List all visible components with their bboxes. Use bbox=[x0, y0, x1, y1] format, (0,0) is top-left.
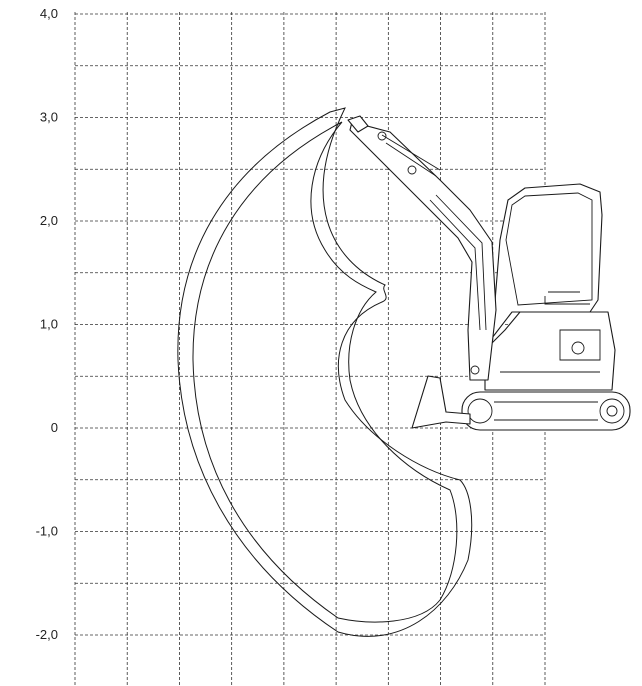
boom-cylinder bbox=[429, 194, 487, 331]
crawler-track bbox=[461, 391, 631, 431]
y-axis-tick-labels: 4,0 3,0 2,0 1,0 0 -1,0 -2,0 bbox=[36, 6, 58, 642]
engine-cover bbox=[500, 329, 601, 373]
outer-reach-envelope bbox=[177, 107, 473, 637]
track-rails bbox=[494, 401, 598, 421]
y-tick-label: 4,0 bbox=[40, 6, 58, 21]
arm-cylinder bbox=[381, 134, 441, 177]
dozer-blade bbox=[411, 375, 471, 429]
boom bbox=[349, 121, 497, 381]
sprocket-hub bbox=[606, 405, 618, 417]
y-tick-label: -1,0 bbox=[36, 524, 58, 539]
cab-window bbox=[505, 192, 593, 306]
excavator-icon bbox=[347, 115, 631, 431]
track-sprocket bbox=[599, 398, 625, 424]
cover-detail bbox=[571, 341, 585, 355]
arm-pin bbox=[407, 165, 417, 175]
bucket-pin bbox=[377, 131, 387, 141]
y-tick-label: 3,0 bbox=[40, 110, 58, 125]
y-tick-label: -2,0 bbox=[36, 627, 58, 642]
y-tick-label: 0 bbox=[51, 420, 58, 435]
upper-structure bbox=[484, 311, 616, 391]
bucket bbox=[347, 115, 369, 133]
y-tick-label: 1,0 bbox=[40, 317, 58, 332]
operator-seat bbox=[544, 291, 590, 305]
y-tick-label: 2,0 bbox=[40, 213, 58, 228]
boom-foot-pin bbox=[470, 365, 480, 375]
cab-frame bbox=[491, 183, 603, 339]
track-idler bbox=[467, 398, 493, 424]
inner-reach-envelope bbox=[192, 121, 458, 623]
